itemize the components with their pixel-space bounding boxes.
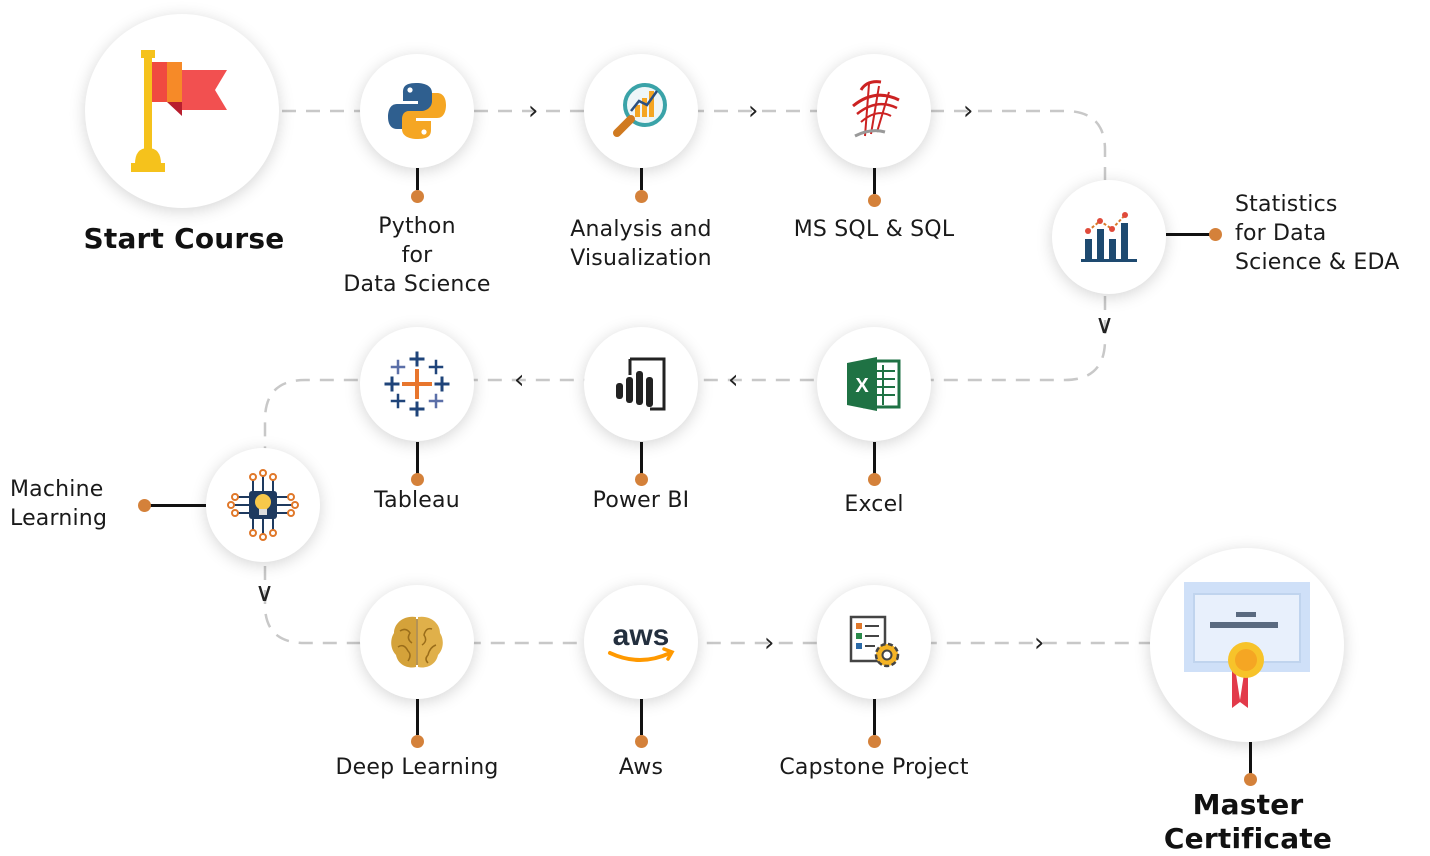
certificate-icon <box>1184 582 1310 708</box>
connector-stem <box>640 168 643 190</box>
arrow-right-icon: › <box>764 628 775 658</box>
step-label-powerbi: Power BI <box>592 488 690 513</box>
connector-stem <box>1249 742 1252 774</box>
arrow-right-icon: › <box>963 96 974 126</box>
connector-dot <box>138 499 151 512</box>
machine-learning-node[interactable] <box>206 448 320 562</box>
step-label-tableau: Tableau <box>374 488 460 513</box>
statistics-node[interactable] <box>1052 180 1166 294</box>
brain-icon <box>391 616 443 668</box>
step-label-mssql: MS SQL & SQL <box>793 217 955 242</box>
aws-node[interactable]: aws <box>584 585 698 699</box>
connector-dot <box>411 735 424 748</box>
arrow-down-icon: ∨ <box>255 578 275 608</box>
connector-stem <box>640 442 643 474</box>
connector-stem <box>1166 233 1210 236</box>
connector-dot <box>868 735 881 748</box>
connector-dot <box>1209 228 1222 241</box>
step-label-statistics: Statistics for Data Science & EDA <box>1235 192 1400 275</box>
start-course-node <box>85 14 279 208</box>
flag-icon <box>131 50 227 172</box>
aws-logo: aws <box>608 619 675 662</box>
connector-stem <box>640 699 643 735</box>
step-label-analysis: Analysis and Visualization <box>570 217 712 271</box>
connector-dot <box>635 190 648 203</box>
arrow-left-icon: ‹ <box>514 365 525 395</box>
connector-stem <box>150 504 206 507</box>
power-bi-icon <box>616 357 666 411</box>
master-certificate-label: Master Certificate <box>1163 788 1333 855</box>
python-icon <box>388 83 446 139</box>
connector-stem <box>416 168 419 190</box>
arrow-left-icon: ‹ <box>728 365 739 395</box>
connector-stem <box>873 168 876 194</box>
connector-dot <box>635 473 648 486</box>
deep-learning-node[interactable] <box>360 585 474 699</box>
step-label-capstone: Capstone Project <box>779 755 969 780</box>
connector-stem <box>416 699 419 735</box>
connector-stem <box>416 442 419 474</box>
connector-dot <box>411 190 424 203</box>
project-gear-icon <box>849 615 900 668</box>
analysis-node[interactable] <box>584 54 698 168</box>
connector-dot <box>868 194 881 207</box>
connector-dot <box>411 473 424 486</box>
sql-server-icon <box>852 80 900 138</box>
excel-node[interactable]: X <box>817 327 931 441</box>
master-certificate-node <box>1150 548 1344 742</box>
connector-dot <box>635 735 648 748</box>
arrow-right-icon: › <box>1034 628 1045 658</box>
step-label-aws: Aws <box>618 755 664 780</box>
arrow-right-icon: › <box>748 96 759 126</box>
connector-dot <box>1244 773 1257 786</box>
step-label-deep-learning: Deep Learning <box>335 755 499 780</box>
python-node[interactable] <box>360 54 474 168</box>
step-label-machine-learning: Machine Learning <box>10 477 108 531</box>
analytics-magnifier-icon <box>613 83 667 137</box>
tableau-node[interactable] <box>360 327 474 441</box>
connector-stem <box>873 699 876 735</box>
tableau-icon <box>384 351 450 417</box>
chip-bulb-icon <box>227 469 299 541</box>
step-label-python: Python for Data Science <box>343 214 491 297</box>
bar-chart-icon <box>1081 212 1137 262</box>
capstone-node[interactable] <box>817 585 931 699</box>
svg-text:aws: aws <box>613 619 670 652</box>
svg-text:X: X <box>855 375 869 397</box>
mssql-node[interactable] <box>817 54 931 168</box>
step-label-excel: Excel <box>844 492 904 517</box>
start-course-label: Start Course <box>83 222 285 255</box>
arrow-right-icon: › <box>528 96 539 126</box>
connector-stem <box>873 442 876 474</box>
powerbi-node[interactable] <box>584 327 698 441</box>
connector-dot <box>868 473 881 486</box>
arrow-down-icon: ∨ <box>1095 310 1115 340</box>
excel-icon: X <box>847 357 901 411</box>
